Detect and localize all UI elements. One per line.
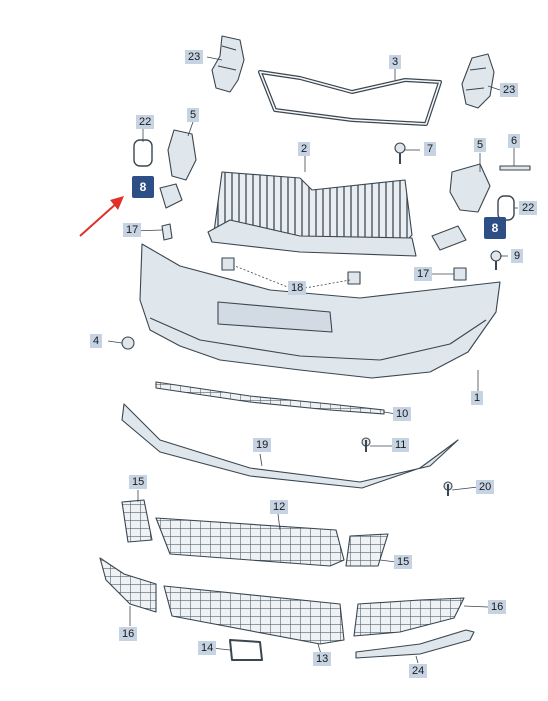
part-19-spoiler (121, 403, 459, 489)
part-24-trim-strip (355, 629, 475, 659)
red-arrow-icon (79, 196, 124, 237)
callout-8-left-highlight: 8 (132, 176, 154, 198)
part-23-right-bracket (461, 53, 495, 109)
callout-5-left: 5 (187, 108, 200, 122)
callout-16-right: 16 (488, 600, 507, 614)
part-10-strip (155, 381, 385, 415)
callout-9: 9 (511, 249, 524, 263)
callout-3: 3 (389, 55, 402, 69)
callout-6: 6 (508, 134, 521, 148)
callout-14: 14 (198, 641, 217, 655)
callout-17-left: 17 (123, 223, 142, 237)
part-8-right-cap (431, 225, 467, 251)
part-8-left-cap (159, 183, 183, 209)
part-16-left-grille (99, 557, 157, 613)
part-13-lower-grille (163, 585, 345, 645)
callout-7: 7 (424, 142, 437, 156)
callout-19: 19 (253, 438, 272, 452)
callout-12: 12 (270, 500, 289, 514)
part-5-right-bracket (449, 163, 491, 213)
callout-22-left: 22 (136, 115, 155, 129)
callout-5-right: 5 (474, 138, 487, 152)
callout-10: 10 (393, 407, 412, 421)
callout-13: 13 (313, 652, 332, 666)
callout-24: 24 (409, 664, 428, 678)
callout-8-right-highlight: 8 (484, 217, 506, 239)
callout-17-right: 17 (414, 267, 433, 281)
part-14-trim (229, 639, 263, 661)
part-12-upper-grille (155, 517, 345, 567)
callout-15-right: 15 (394, 555, 413, 569)
part-15-left-grille (121, 499, 153, 543)
callout-16-left: 16 (119, 627, 138, 641)
callout-1: 1 (471, 391, 484, 405)
part-17-left-clip (161, 223, 173, 241)
part-5-left-bracket (167, 129, 197, 181)
part-23-left-bracket (211, 35, 245, 93)
callout-4: 4 (90, 334, 103, 348)
callout-22-right: 22 (519, 201, 538, 215)
callout-18: 18 (288, 281, 307, 295)
part-22-left-seal (133, 139, 153, 167)
part-15-right-grille (345, 533, 389, 567)
callout-11: 11 (392, 438, 410, 452)
part-16-right-grille (353, 597, 465, 637)
callout-15-left: 15 (129, 475, 148, 489)
callout-23-right: 23 (500, 83, 519, 97)
callout-2: 2 (298, 142, 311, 156)
callout-23-left: 23 (185, 50, 204, 64)
callout-20: 20 (476, 480, 495, 494)
